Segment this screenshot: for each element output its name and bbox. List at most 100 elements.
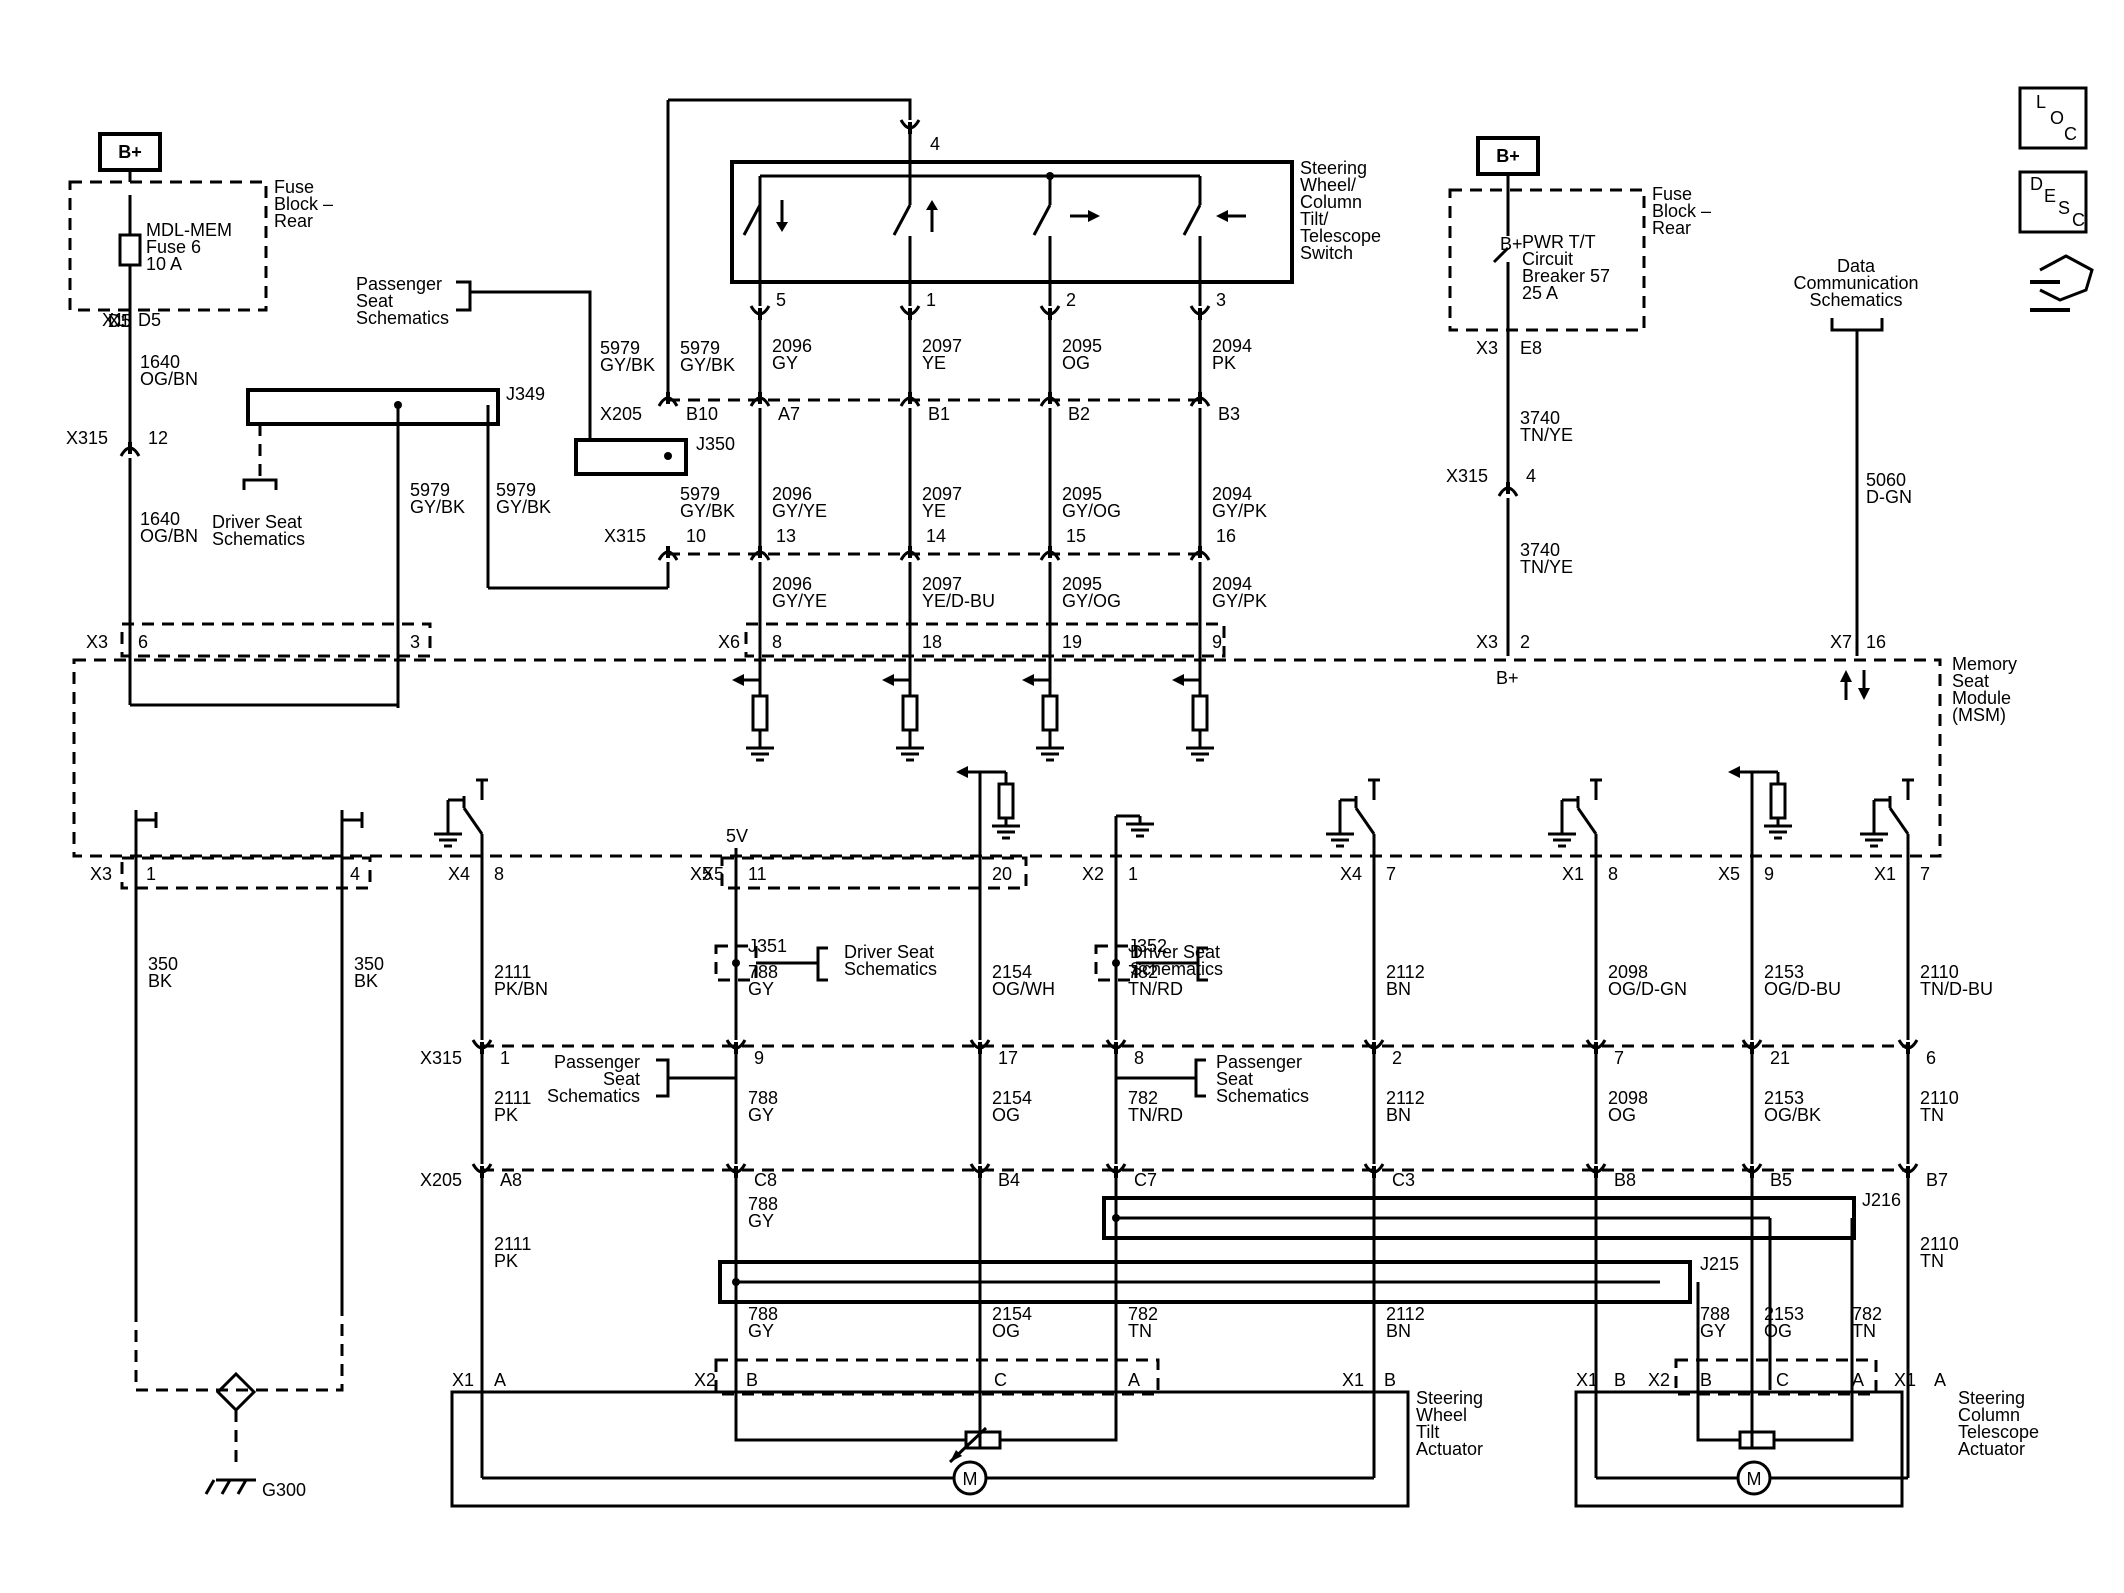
connector-label: X1 xyxy=(1894,1370,1916,1390)
wire-label: GY xyxy=(748,979,774,999)
connector-label: X4 xyxy=(448,864,470,884)
pin-label: 17 xyxy=(998,1048,1018,1068)
wire-label: YE xyxy=(922,353,946,373)
wire-label: GY/BK xyxy=(600,355,655,375)
wire-label: 2111 xyxy=(494,1088,531,1108)
splice-dot xyxy=(1112,959,1120,967)
wire-path xyxy=(456,280,472,312)
arrow-head xyxy=(1728,766,1740,778)
wire-label: GY xyxy=(772,353,798,373)
wire-label: TN/YE xyxy=(1520,557,1573,577)
wire-label: GY xyxy=(748,1211,774,1231)
wire-label: 2096 xyxy=(772,574,812,594)
wire-label: 2154 xyxy=(992,962,1032,982)
wire-label: D-GN xyxy=(1866,487,1912,507)
connector-label: D5 xyxy=(108,311,131,331)
connector-label: 2 xyxy=(1520,632,1530,652)
battery-label: B+ xyxy=(1496,146,1520,166)
pin-label: B1 xyxy=(928,404,950,424)
connector-label: X1 xyxy=(1874,864,1896,884)
connector-label: X6 xyxy=(718,632,740,652)
wire-label: BN xyxy=(1386,1321,1411,1341)
tilt-actuator-box xyxy=(450,1390,1410,1508)
wire-label: 2110 xyxy=(1920,1088,1959,1108)
wire-path xyxy=(668,98,912,120)
connector-label: 1 xyxy=(146,864,156,884)
connector-box-x3-top xyxy=(120,622,432,658)
wire-label: 788 xyxy=(1700,1304,1730,1324)
wire-label: BK xyxy=(148,971,172,991)
wire-label: GY/BK xyxy=(410,497,465,517)
splice-label: J351 xyxy=(748,936,787,956)
pin-label: C3 xyxy=(1392,1170,1415,1190)
component-label: Memory xyxy=(1952,654,2017,674)
ground-label: G300 xyxy=(262,1480,306,1500)
fuse-block-label: Block – xyxy=(1652,201,1711,221)
schematic-ref-label: Passenger xyxy=(554,1052,640,1072)
pin-label: 8 xyxy=(1134,1048,1144,1068)
pin-label: A7 xyxy=(778,404,800,424)
component-label: Wheel/ xyxy=(1300,175,1356,195)
wire-path xyxy=(242,478,278,490)
pin-label: 2 xyxy=(1066,290,1076,310)
pin-label: B xyxy=(1614,1370,1626,1390)
connector-label: X315 xyxy=(420,1048,462,1068)
connector-label: X1 xyxy=(1576,1370,1598,1390)
wire-label: 5979 xyxy=(410,480,450,500)
schematic-ref-label: Passenger xyxy=(1216,1052,1302,1072)
connector-label: 6 xyxy=(138,632,148,652)
schematic-ref-label: Schematics xyxy=(547,1086,640,1106)
resistor-symbol xyxy=(1769,782,1787,820)
wire-label: 350 xyxy=(354,954,384,974)
wire-label: 2153 xyxy=(1764,962,1804,982)
wire-label: 788 xyxy=(748,1194,778,1214)
wire-label: 3740 xyxy=(1520,540,1560,560)
connector-label: 10 xyxy=(686,526,706,546)
wire-label: 2112 xyxy=(1386,1088,1425,1108)
wire-path xyxy=(656,1058,670,1098)
connector-label: X3 xyxy=(1476,338,1498,358)
wire-label: 1640 xyxy=(140,352,180,372)
schematic-ref-label: Seat xyxy=(1216,1069,1253,1089)
pin-label: B xyxy=(746,1370,758,1390)
steering-switch-box xyxy=(730,160,1294,284)
splice-label: J349 xyxy=(506,384,545,404)
wire-label: OG/BK xyxy=(1764,1105,1821,1125)
wire-label: BN xyxy=(1386,1105,1411,1125)
fuse-label: MDL-MEM xyxy=(146,220,232,240)
arrow-head xyxy=(1022,674,1034,686)
fuse-block-outline xyxy=(68,180,268,312)
pin-label: B xyxy=(1700,1370,1712,1390)
pin-label: C7 xyxy=(1134,1170,1157,1190)
pin-label: 8 xyxy=(1608,864,1618,884)
fuse-block-label: Rear xyxy=(274,211,313,231)
wire-label: GY/OG xyxy=(1062,501,1121,521)
wire-label: OG/D-GN xyxy=(1608,979,1687,999)
schematic-ref-label: Seat xyxy=(603,1069,640,1089)
wire-label: 2094 xyxy=(1212,336,1252,356)
connector-label: X7 xyxy=(1830,632,1852,652)
wire-label: 350 xyxy=(148,954,178,974)
splice-dot xyxy=(664,452,672,460)
wire-label: PK xyxy=(1212,353,1236,373)
wire-path xyxy=(1830,318,1884,332)
wire-label: 782 xyxy=(1128,1304,1158,1324)
ground-splice-diamond xyxy=(215,1371,257,1413)
connector-label: X2 xyxy=(1648,1370,1670,1390)
splice-j352 xyxy=(1094,944,1138,982)
connector-label: X5 xyxy=(690,864,712,884)
switch-blade xyxy=(1032,204,1052,236)
wire-path xyxy=(470,290,592,440)
potentiometer-symbol xyxy=(964,1430,1002,1450)
connector-label: X4 xyxy=(1340,864,1362,884)
wire-label: TN/YE xyxy=(1520,425,1573,445)
wire-label: 5979 xyxy=(680,338,720,358)
wire-label: BN xyxy=(1386,979,1411,999)
wire-path xyxy=(1696,1282,1740,1442)
switch-blade xyxy=(1182,204,1202,236)
component-label: Steering xyxy=(1300,158,1367,178)
wire-label: YE xyxy=(922,501,946,521)
loc-icon-text: C xyxy=(2064,124,2077,144)
wire-label: YE/D-BU xyxy=(922,591,995,611)
